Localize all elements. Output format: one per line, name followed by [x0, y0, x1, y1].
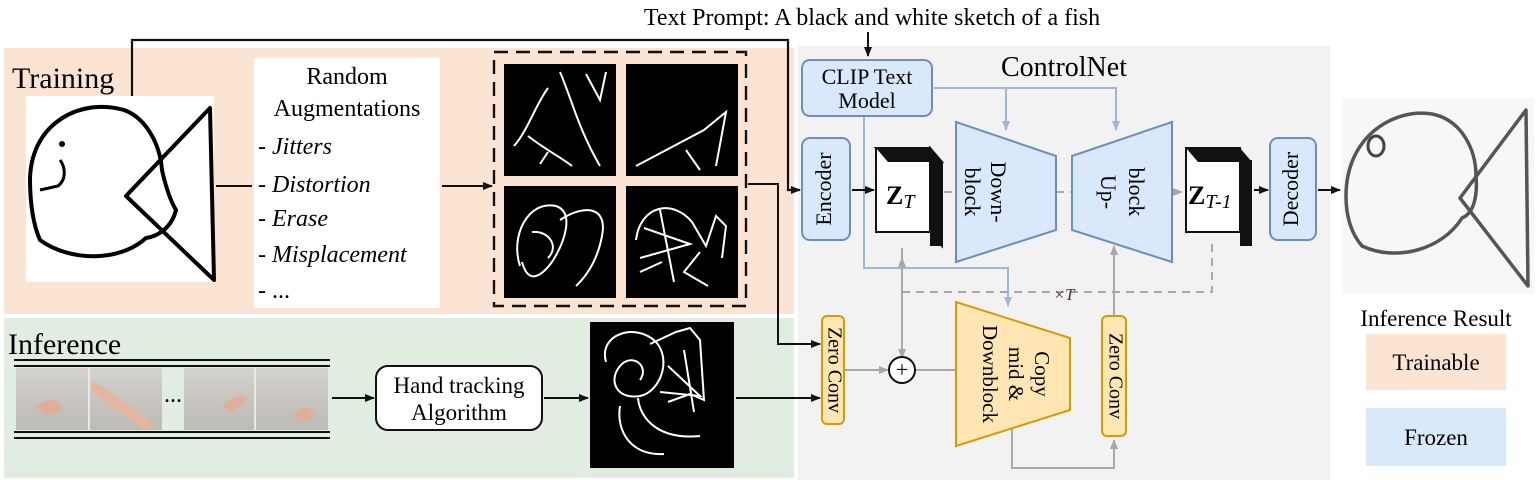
- inference-label: Inference: [8, 328, 121, 361]
- video-ellipsis: ...: [164, 382, 182, 408]
- augmented-sample-2: [626, 64, 738, 176]
- copy-label-3: Downblock: [978, 325, 1002, 423]
- zt1-label: ZT-1: [1188, 181, 1232, 213]
- loop-dashed-path: [898, 244, 1213, 293]
- upblock-label-2: block: [1124, 168, 1149, 217]
- plus-label: +: [896, 357, 908, 382]
- controlnet-label: ControlNet: [1001, 52, 1127, 83]
- hand-tracking-line2: Algorithm: [411, 400, 507, 425]
- augmentation-item-misplacement: - Misplacement: [258, 242, 408, 268]
- augmentation-item-erase: - Erase: [258, 206, 328, 232]
- zt-label: ZT: [886, 181, 916, 213]
- arrow-clip-to-blocks: [934, 87, 1120, 131]
- augmentation-item-jitters: - Jitters: [258, 134, 332, 160]
- times-t-label: ×T: [1054, 285, 1076, 304]
- latent-zt-minus-1: [1185, 147, 1252, 246]
- training-fish-sketch: [26, 96, 216, 282]
- inference-result-image: [1342, 98, 1534, 294]
- zero-conv-right-label: Zero Conv: [1104, 333, 1126, 419]
- encoder-block: [801, 137, 851, 241]
- augmented-sample-3: [504, 186, 616, 298]
- hand-tracking-box: [375, 365, 543, 431]
- augmentation-title-2: Augmentations: [274, 96, 421, 122]
- augmentation-item-distortion: - Distortion: [258, 172, 371, 198]
- up-block: [1071, 120, 1173, 264]
- augmentation-title-1: Random: [306, 64, 388, 90]
- copy-label-1: Copy: [1030, 351, 1054, 397]
- augmented-sample-1: [504, 64, 616, 176]
- decoder-label: Decoder: [1278, 151, 1303, 226]
- copy-label-2: mid &: [1004, 347, 1028, 401]
- tracked-sketch: [590, 322, 734, 468]
- clip-label-1: CLIP Text: [822, 64, 913, 89]
- downblock-label-1: Down-: [986, 161, 1011, 222]
- copy-mid-downblock: [955, 300, 1071, 448]
- arrow-sketch-to-encoder: [130, 38, 801, 194]
- legend-trainable-label: Trainable: [1392, 350, 1479, 375]
- downblock-label-2: block: [960, 168, 985, 217]
- training-label: Training: [12, 62, 114, 95]
- encoder-label: Encoder: [811, 152, 836, 226]
- augmentation-item-ellipsis: - ...: [258, 278, 290, 304]
- zero-conv-right: [1101, 315, 1127, 437]
- video-frames-strip: [14, 359, 330, 439]
- upblock-label-1: Up-: [1096, 175, 1121, 209]
- arrow-copy-to-zeroconv-right: [1011, 414, 1118, 469]
- clip-text-model: [801, 59, 933, 117]
- zero-conv-left-label: Zero Conv: [823, 327, 845, 413]
- legend-frozen-label: Frozen: [1404, 425, 1468, 450]
- legend-trainable-swatch: [1366, 334, 1506, 390]
- down-block: [955, 120, 1057, 264]
- clip-label-2: Model: [838, 88, 895, 113]
- augmented-samples-frame: [492, 50, 748, 308]
- decoder-block: [1269, 137, 1317, 241]
- plus-node: [888, 356, 916, 384]
- zero-conv-left: [821, 315, 845, 425]
- augmented-sample-4: [626, 186, 738, 298]
- prompt-text: Text Prompt: A black and white sketch of…: [644, 5, 1100, 31]
- legend-frozen-swatch: [1366, 408, 1506, 466]
- latent-zt: [873, 145, 945, 249]
- inference-result-label: Inference Result: [1360, 306, 1512, 331]
- arrow-samples-to-zeroconv: [748, 183, 821, 348]
- arrow-clip-to-copy: [863, 116, 1012, 307]
- augmentation-box: [254, 58, 440, 308]
- hand-tracking-line1: Hand tracking: [394, 373, 525, 398]
